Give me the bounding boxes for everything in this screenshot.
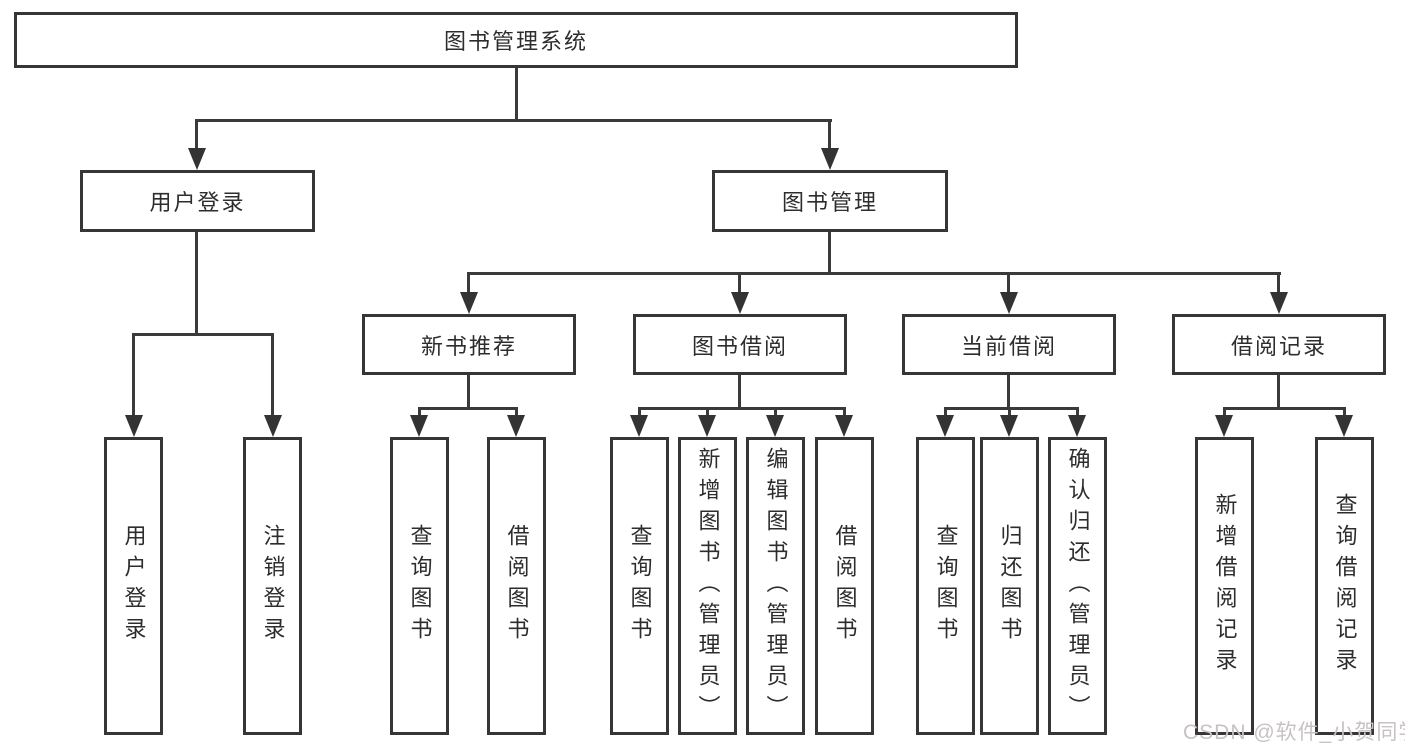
arrowhead-down-icon [731, 292, 749, 314]
arrowhead-down-icon [835, 415, 853, 437]
connector-line [638, 407, 846, 410]
arrowhead-down-icon [507, 415, 525, 437]
connector-line [467, 272, 1281, 275]
connector-line [1277, 375, 1280, 409]
leaf-logout: 注销登录 [243, 437, 302, 735]
arrowhead-down-icon [1270, 292, 1288, 314]
connector-line [1223, 407, 1226, 419]
connector-line [706, 407, 709, 419]
leaf-borrow-books: 借阅图书 [815, 437, 874, 735]
connector-line [195, 119, 832, 122]
node-current-borrowing: 当前借阅 [902, 314, 1116, 375]
arrowhead-down-icon [1068, 415, 1086, 437]
arrowhead-down-icon [1000, 415, 1018, 437]
node-library-management-system: 图书管理系统 [14, 12, 1018, 68]
node-borrowing-records: 借阅记录 [1172, 314, 1386, 375]
arrowhead-down-icon [125, 415, 143, 437]
leaf-query-books-current: 查询图书 [916, 437, 975, 735]
node-book-management: 图书管理 [712, 170, 948, 232]
connector-line [418, 407, 421, 419]
arrowhead-down-icon [630, 415, 648, 437]
arrowhead-down-icon [1335, 415, 1353, 437]
connector-line [774, 407, 777, 419]
connector-line [515, 407, 518, 419]
connector-line [1343, 407, 1346, 419]
node-user-login: 用户登录 [80, 170, 315, 232]
connector-line [944, 407, 947, 419]
leaf-add-books-admin: 新增图书（管理员） [678, 437, 737, 735]
connector-line [195, 119, 198, 152]
connector-line [738, 375, 741, 409]
connector-line [1076, 407, 1079, 419]
connector-line [132, 333, 274, 336]
leaf-return-books: 归还图书 [980, 437, 1039, 735]
leaf-add-borrow-record: 新增借阅记录 [1195, 437, 1254, 735]
arrowhead-down-icon [936, 415, 954, 437]
connector-line [843, 407, 846, 419]
connector-line [1008, 407, 1011, 419]
connector-line [1277, 272, 1280, 297]
leaf-query-books-borrow: 查询图书 [610, 437, 669, 735]
leaf-user-login: 用户登录 [104, 437, 163, 735]
arrowhead-down-icon [188, 148, 206, 170]
connector-line [1223, 407, 1346, 410]
leaf-query-books-recommend: 查询图书 [390, 437, 449, 735]
connector-line [195, 232, 198, 336]
leaf-borrow-books-recommend: 借阅图书 [487, 437, 546, 735]
connector-line [828, 232, 831, 275]
arrowhead-down-icon [1215, 415, 1233, 437]
leaf-query-borrow-record: 查询借阅记录 [1315, 437, 1374, 735]
arrowhead-down-icon [766, 415, 784, 437]
connector-line [1007, 272, 1010, 297]
node-book-borrowing: 图书借阅 [633, 314, 847, 375]
arrowhead-down-icon [698, 415, 716, 437]
arrowhead-down-icon [821, 148, 839, 170]
connector-line [271, 333, 274, 419]
connector-line [638, 407, 641, 419]
csdn-watermark: CSDN @软件_小贺同学 [1183, 721, 1405, 744]
leaf-confirm-return-admin: 确认归还（管理员） [1048, 437, 1107, 735]
connector-line [467, 272, 470, 297]
arrowhead-down-icon [1000, 292, 1018, 314]
arrowhead-down-icon [410, 415, 428, 437]
connector-line [132, 333, 135, 419]
connector-line [738, 272, 741, 297]
leaf-edit-books-admin: 编辑图书（管理员） [746, 437, 805, 735]
connector-line [828, 119, 831, 152]
connector-line [467, 375, 470, 409]
connector-line [515, 68, 518, 121]
connector-line [418, 407, 518, 410]
connector-line [944, 407, 1079, 410]
arrowhead-down-icon [264, 415, 282, 437]
arrowhead-down-icon [460, 292, 478, 314]
node-new-book-recommendation: 新书推荐 [362, 314, 576, 375]
connector-line [1007, 375, 1010, 409]
